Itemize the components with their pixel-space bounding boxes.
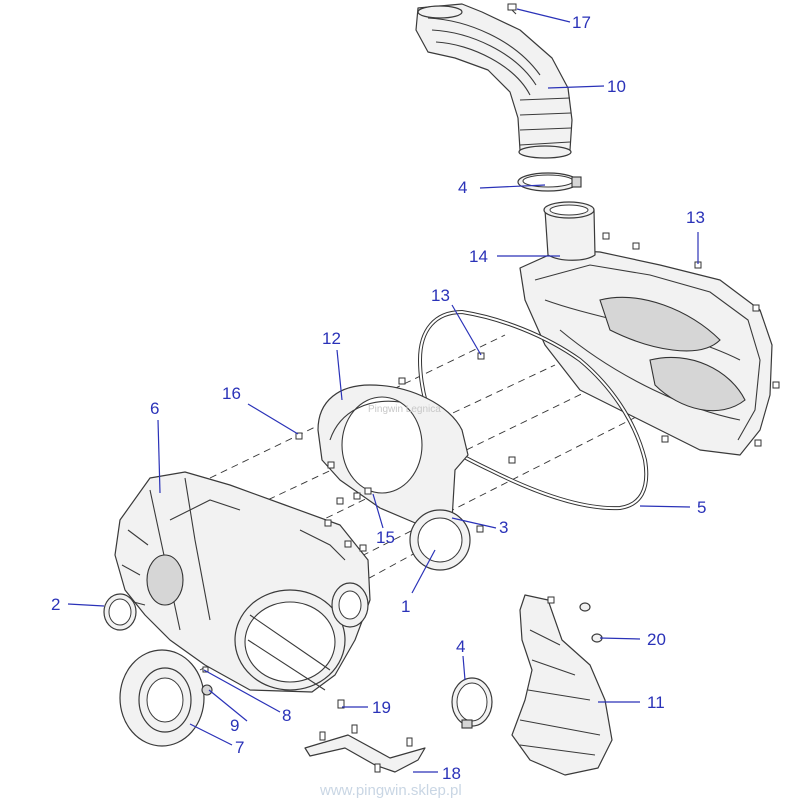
- part-1-seal-ring: [409, 509, 471, 571]
- callout-6: 6: [150, 399, 159, 418]
- callout-14: 14: [469, 247, 488, 266]
- callout-11: 11: [647, 693, 665, 712]
- callout-5: 5: [697, 498, 706, 517]
- callout-19: 19: [372, 698, 391, 717]
- callout-13-left: 13: [431, 286, 450, 305]
- callout-10: 10: [607, 77, 626, 96]
- callout-15: 15: [376, 528, 395, 547]
- callout-leaders: [67, 8, 699, 773]
- part-5-gasket: [417, 309, 649, 511]
- watermark-url: www.pingwin.sklep.pl: [319, 782, 462, 799]
- callout-9: 9: [230, 716, 239, 735]
- part-7-cover-plate: [119, 649, 205, 747]
- part-18-bracket: [304, 699, 426, 773]
- callout-2: 2: [51, 595, 60, 614]
- part-14-outer-clutch-cover: [519, 201, 773, 456]
- callout-16: 16: [222, 384, 241, 403]
- part-2-o-ring: [103, 593, 137, 631]
- shop-stamp: Pingwin Legnica: [368, 404, 441, 415]
- callout-17: 17: [572, 13, 591, 32]
- callout-4-top: 4: [458, 178, 467, 197]
- part-17-bolt: [507, 3, 517, 15]
- part-6-inner-clutch-housing: [114, 471, 371, 693]
- callout-4-bottom: 4: [456, 637, 465, 656]
- callout-7: 7: [235, 738, 244, 757]
- callout-labels: 17 10 4 14 13 13 12 16 6 2 5 3 15 1 20 4…: [51, 13, 706, 783]
- part-11-lower-duct: [511, 594, 613, 776]
- callout-13-right: 13: [686, 208, 705, 227]
- part-3-15-16-bolts: [295, 377, 484, 552]
- callout-1: 1: [401, 597, 410, 616]
- part-4-clamp-top: [517, 172, 582, 192]
- part-4-clamp-bottom: [451, 677, 493, 729]
- callout-8: 8: [282, 706, 291, 725]
- part-10-intake-duct: [415, 3, 573, 159]
- part-12-inner-shroud: [317, 384, 469, 526]
- callout-12: 12: [322, 329, 341, 348]
- callout-20: 20: [647, 630, 666, 649]
- callout-3: 3: [499, 518, 508, 537]
- part-13-cover-bolts: [477, 232, 780, 464]
- callout-18: 18: [442, 764, 461, 783]
- part-8-9-fasteners: [201, 666, 213, 696]
